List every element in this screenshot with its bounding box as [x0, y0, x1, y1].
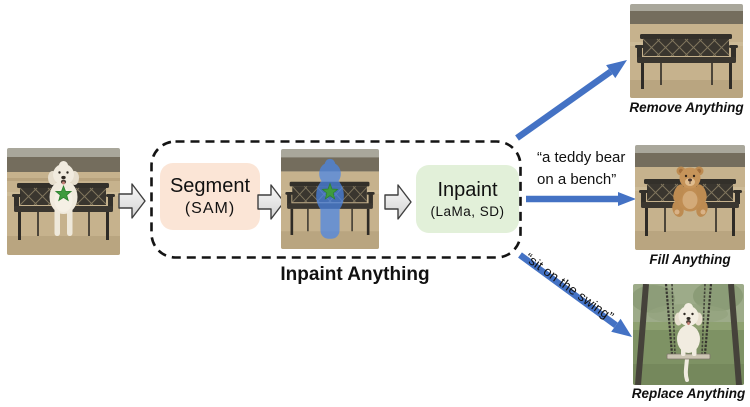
flow-arrow-icon — [257, 184, 285, 220]
inpaint-box-subtitle: (LaMa, SD) — [430, 203, 505, 219]
inpaint-box: Inpaint (LaMa, SD) — [416, 165, 519, 233]
fill-output-image — [635, 145, 745, 250]
fill-output-label: Fill Anything — [649, 252, 731, 267]
segment-box-subtitle: (SAM) — [184, 199, 236, 217]
arrow-to-remove-icon — [515, 60, 627, 141]
fill-prompt-line2: on a bench” — [537, 170, 617, 188]
teddy-bear-photo — [635, 145, 745, 250]
click-star-icon — [321, 182, 339, 200]
fill-prompt-line1: “a teddy bear — [537, 149, 626, 166]
empty-bench-photo — [630, 4, 743, 98]
click-star-icon — [54, 184, 73, 202]
input-image — [7, 148, 120, 255]
teddy-bear — [672, 166, 708, 217]
arrow-to-replace-icon — [518, 252, 632, 337]
inpaint-box-title: Inpaint — [437, 178, 498, 201]
dog-on-bench-photo — [7, 148, 120, 255]
flow-arrow-icon — [118, 183, 146, 219]
flow-arrow-icon — [384, 184, 412, 220]
arrow-to-fill-icon — [526, 192, 636, 206]
bench — [635, 34, 738, 89]
fill-prompt: “a teddy bear on a bench” — [537, 147, 625, 191]
dog — [48, 161, 79, 236]
dog-mask-photo — [281, 149, 379, 249]
dog — [666, 303, 711, 382]
pipeline-dashed-box — [150, 140, 522, 259]
masked-image — [281, 149, 379, 249]
segment-box-title: Segment — [169, 174, 251, 197]
swing — [635, 284, 742, 385]
segment-box: Segment (SAM) — [160, 163, 260, 230]
remove-output-label: Remove Anything — [629, 100, 744, 115]
replace-output-label: Replace Anything — [631, 386, 746, 401]
replace-output-image — [633, 284, 744, 385]
dog-on-swing-photo — [633, 284, 744, 385]
diagram-title: Inpaint Anything — [280, 264, 430, 285]
remove-output-image — [630, 4, 743, 98]
